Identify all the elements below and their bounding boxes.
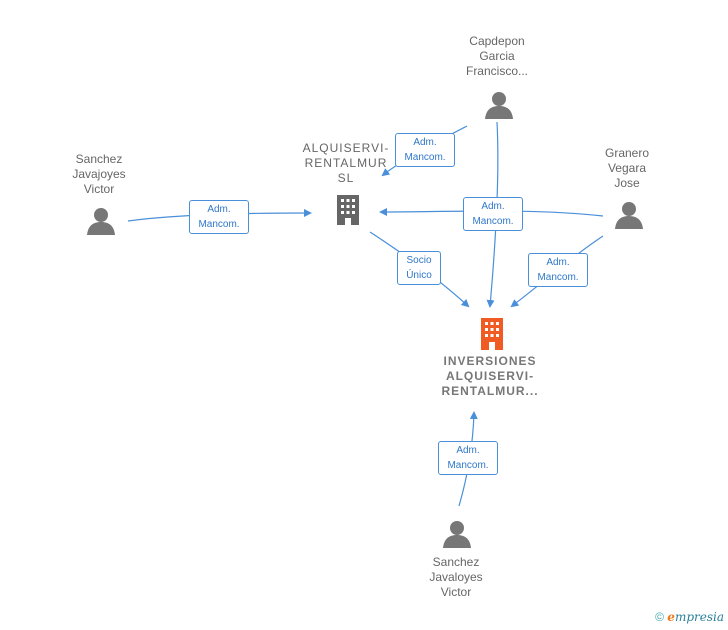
- edge-label: Adm. Mancom.: [395, 133, 455, 167]
- person-icon: [615, 202, 643, 229]
- person-sanchez-javajoyes[interactable]: Sanchez Javajoyes Victor: [49, 152, 149, 197]
- company-alquiservi-sl[interactable]: ALQUISERVI- RENTALMUR SL: [291, 141, 401, 186]
- person-capdepon[interactable]: Capdepon Garcia Francisco...: [447, 34, 547, 79]
- copyright-symbol: ©: [655, 610, 664, 624]
- person-icon: [87, 208, 115, 235]
- person-sanchez-javaloyes[interactable]: Sanchez Javaloyes Victor: [406, 555, 506, 600]
- brand-footer: © empresia: [655, 610, 724, 624]
- company-inversiones[interactable]: INVERSIONES ALQUISERVI- RENTALMUR...: [425, 354, 555, 399]
- person-granero[interactable]: Granero Vegara Jose: [577, 146, 677, 191]
- node-label: INVERSIONES ALQUISERVI- RENTALMUR...: [441, 354, 539, 398]
- node-label: Sanchez Javaloyes Victor: [429, 555, 483, 599]
- edge-label: Adm. Mancom.: [528, 253, 588, 287]
- person-icon: [443, 521, 471, 548]
- empresia-logo: empresia: [667, 610, 724, 624]
- edge-label: Adm. Mancom.: [189, 200, 249, 234]
- node-label: Sanchez Javajoyes Victor: [72, 152, 126, 196]
- building-icon-main: [481, 318, 503, 350]
- node-label: Granero Vegara Jose: [604, 146, 650, 190]
- edge-label: Socio Único: [397, 251, 441, 285]
- node-label: ALQUISERVI- RENTALMUR SL: [302, 141, 390, 185]
- edge-label: Adm. Mancom.: [438, 441, 498, 475]
- node-label: Capdepon Garcia Francisco...: [465, 34, 528, 78]
- building-icon: [337, 195, 359, 225]
- edge-label: Adm. Mancom.: [463, 197, 523, 231]
- person-icon: [485, 92, 513, 119]
